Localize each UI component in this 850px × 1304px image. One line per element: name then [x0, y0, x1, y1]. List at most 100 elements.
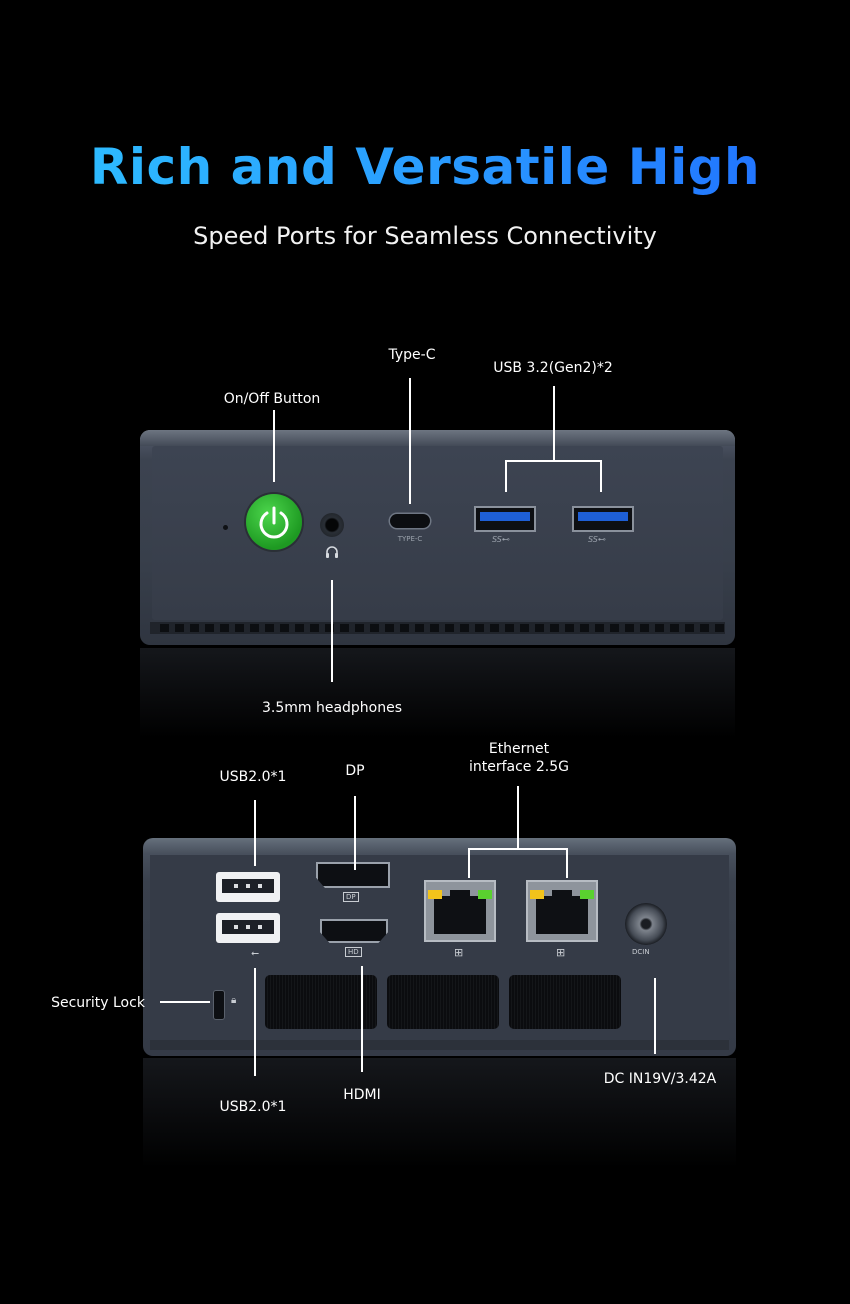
label-hdmi: HDMI [343, 1087, 381, 1103]
ethernet-port-2 [526, 880, 598, 942]
ethernet-port-2-hole [536, 896, 588, 934]
front-panel-top-edge [140, 430, 735, 446]
line-usb32-bar [505, 460, 602, 462]
label-ethernet-line1: Ethernet [488, 741, 550, 757]
front-vent-slot [340, 624, 349, 632]
usb2-port-top-pin [246, 884, 250, 888]
label-usb2-top: USB2.0*1 [219, 769, 287, 785]
ethernet-port-1-led-yellow [428, 890, 442, 899]
usb3-port-1 [474, 506, 536, 532]
line-on-off-button [273, 410, 275, 482]
front-vent-slot [370, 624, 379, 632]
page-subtitle: Speed Ports for Seamless Connectivity [193, 222, 657, 250]
front-vent-slot [310, 624, 319, 632]
ethernet-port-1 [424, 880, 496, 942]
front-reflection [140, 648, 735, 738]
displayport-port [316, 862, 390, 888]
front-vent-slot [535, 624, 544, 632]
label-on-off-button: On/Off Button [223, 391, 321, 407]
front-vent-slot [190, 624, 199, 632]
front-vent-slot [205, 624, 214, 632]
front-vent-slot [400, 624, 409, 632]
usb2-port-bottom [216, 913, 280, 943]
front-vent-slot [415, 624, 424, 632]
hdmi-port [320, 919, 388, 943]
network-icon: ⊞ [454, 947, 464, 959]
label-dp: DP [345, 763, 365, 779]
front-vent-slot [325, 624, 334, 632]
front-vent-slot [295, 624, 304, 632]
front-vent-slot [595, 624, 604, 632]
front-vent-slot [385, 624, 394, 632]
usb2-port-top [216, 872, 280, 902]
front-vent-slot [610, 624, 619, 632]
front-vent-slot [640, 624, 649, 632]
front-vent-slot [475, 624, 484, 632]
displayport-tag: DP [343, 892, 359, 902]
front-vent-slot [175, 624, 184, 632]
front-vent-slot [250, 624, 259, 632]
line-type-c [409, 378, 411, 504]
line-headphones [331, 580, 333, 682]
front-vent-slot [670, 624, 679, 632]
power-icon [259, 506, 289, 539]
front-vent-slot [655, 624, 664, 632]
headphone-icon [326, 546, 338, 558]
front-vent-slot [700, 624, 709, 632]
dc-in-tag: DCIN [632, 948, 650, 956]
front-vent-slot [505, 624, 514, 632]
line-ethernet-bar [468, 848, 568, 850]
ethernet-port-1-hole [434, 896, 486, 934]
usb3-port-1-symbol: SS⊷ [492, 535, 510, 544]
security-lock-slot [213, 990, 225, 1020]
label-dc-in: DC IN19V/3.42A [603, 1071, 717, 1087]
line-ethernet-left [468, 848, 470, 878]
power-led [223, 525, 228, 530]
front-vent-slot [460, 624, 469, 632]
line-usb32-right [600, 460, 602, 492]
front-vent-slot [355, 624, 364, 632]
front-vent-slot [625, 624, 634, 632]
usb2-port-bottom-pin [234, 925, 238, 929]
line-usb2-bottom [254, 968, 256, 1076]
line-usb32-left [505, 460, 507, 492]
ethernet-port-1-tab [450, 890, 470, 898]
front-vent-slot [685, 624, 694, 632]
line-security-lock [160, 1001, 210, 1003]
hdmi-tag: HD [345, 947, 362, 957]
front-vent-slot [235, 624, 244, 632]
label-security-lock: Security Lock [51, 995, 145, 1011]
ethernet-port-2-tab [552, 890, 572, 898]
audio-jack [320, 513, 344, 537]
front-vent-slot [160, 624, 169, 632]
front-vent-slot [520, 624, 529, 632]
usb3-port-1-tongue [480, 512, 530, 521]
usb2-port-bottom-pin [246, 925, 250, 929]
front-vent-slot [430, 624, 439, 632]
front-vent-slot [580, 624, 589, 632]
usb-icon: ⭠ [251, 948, 259, 959]
line-dp [354, 796, 356, 870]
line-ethernet-stem [517, 786, 519, 850]
front-vent-slot [265, 624, 274, 632]
usb2-port-bottom-pin [258, 925, 262, 929]
usb2-port-top-pin [258, 884, 262, 888]
line-usb32-stem [553, 386, 555, 462]
power-button [246, 494, 302, 550]
front-vent-slot [280, 624, 289, 632]
front-vent-slot [550, 624, 559, 632]
line-dc-in [654, 978, 656, 1054]
line-hdmi [361, 966, 363, 1072]
usb3-port-2-tongue [578, 512, 628, 521]
rear-vent-2 [387, 975, 499, 1029]
rear-vent-1 [265, 975, 377, 1029]
front-panel-face [152, 446, 723, 620]
front-vent-slot [220, 624, 229, 632]
label-usb2-bottom: USB2.0*1 [219, 1099, 287, 1115]
lock-icon: 🔒︎ [231, 995, 237, 1006]
front-vent-slot [490, 624, 499, 632]
network-icon: ⊞ [556, 947, 566, 959]
typec-port [390, 514, 430, 528]
label-ethernet-line2: interface 2.5G [468, 759, 569, 775]
front-vent-slot [565, 624, 574, 632]
